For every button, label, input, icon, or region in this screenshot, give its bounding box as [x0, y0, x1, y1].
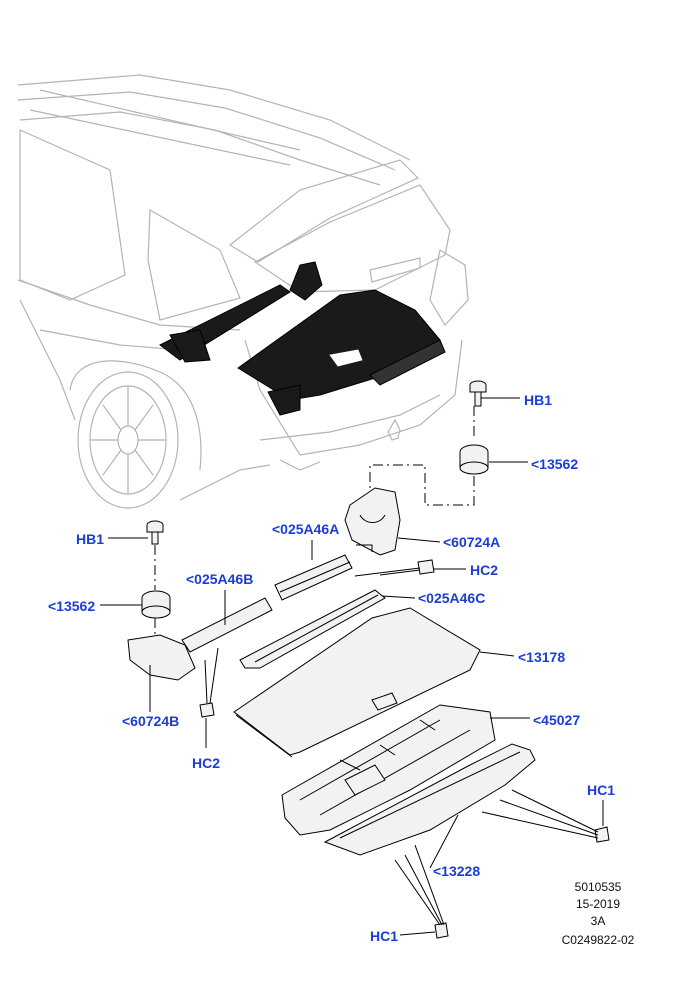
callout-025a46a[interactable]: <025A46A: [272, 521, 340, 537]
callout-13562-left[interactable]: <13562: [48, 598, 96, 614]
scuff-plate-13228: [323, 743, 536, 856]
callout-hc1-right[interactable]: HC1: [587, 782, 616, 798]
callout-hc2-right[interactable]: HC2: [470, 562, 499, 578]
bracket-60724b: [127, 634, 196, 681]
bracket-13562-left: [141, 590, 171, 619]
callout-hc1-bottom[interactable]: HC1: [370, 928, 399, 944]
callout-025a46c[interactable]: <025A46C: [418, 590, 486, 606]
callout-13178[interactable]: <13178: [518, 649, 566, 665]
hb1-bolt-left: [146, 520, 164, 545]
drawing-date-code: 15-2019: [575, 897, 621, 911]
part-linework: [127, 380, 610, 939]
callout-025a46b[interactable]: <025A46B: [186, 571, 254, 587]
load-floor-cover-13178: [233, 607, 481, 756]
callout-hb1-right[interactable]: HB1: [524, 392, 553, 408]
callout-13562-right[interactable]: <13562: [531, 456, 579, 472]
storage-tray-45027: [281, 704, 496, 836]
callout-60724b[interactable]: <60724B: [122, 713, 180, 729]
callout-13228[interactable]: <13228: [433, 863, 481, 879]
hc2-clip-left-part: [199, 702, 215, 718]
installed-load-floor-highlight: [159, 261, 446, 416]
callout-hc2-left[interactable]: HC2: [192, 755, 221, 771]
callout-60724a[interactable]: <60724A: [443, 534, 501, 550]
callout-hb1-left[interactable]: HB1: [76, 531, 105, 547]
rail-025a46c: [239, 589, 386, 669]
hc2-clip-right: [417, 559, 435, 575]
hb1-bolt-right: [469, 380, 487, 407]
drawing-number: 5010535: [574, 880, 622, 894]
bracket-13562-right: [459, 444, 489, 475]
hc1-clip-bottom-part: [434, 922, 449, 939]
drawing-revision: 3A: [590, 914, 606, 928]
bracket-60724a: [344, 487, 401, 556]
drawing-reference-code: C0249822-02: [561, 933, 635, 947]
rail-025a46b: [181, 597, 273, 653]
vehicle-body-outline: [17, 74, 469, 509]
leader-lines: [100, 397, 604, 936]
callout-45027[interactable]: <45027: [533, 712, 581, 728]
